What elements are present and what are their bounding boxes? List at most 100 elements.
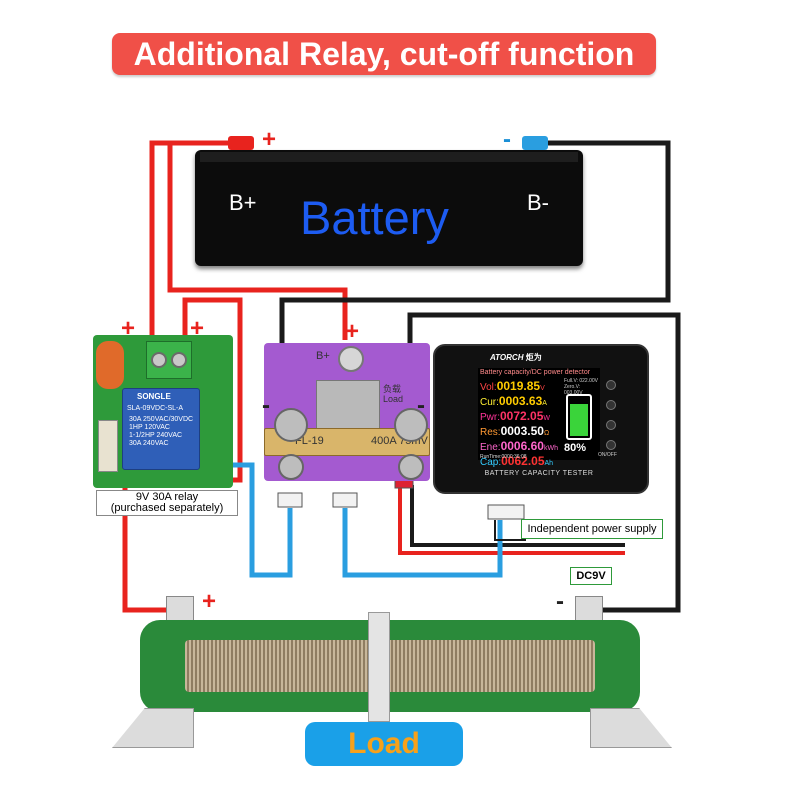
battery-top-edge [200, 152, 578, 162]
meter-screen: Battery capacity/DC power detector Vol:0… [478, 368, 600, 468]
shunt-minus-sign: - [262, 392, 270, 419]
battery-minus-sign: - [503, 126, 511, 153]
relay-module: SONGLE SLA-09VDC-SL-A 30A 250VAC/30VDC 1… [122, 388, 200, 470]
meter-readings: Vol:0019.85V Cur:0003.63A Pwr:0072.05W R… [480, 380, 558, 470]
connector-shunt-a [277, 492, 303, 508]
battery-positive-terminal [228, 136, 254, 150]
battery-label: Battery [300, 191, 449, 244]
battery-level-fill [570, 404, 588, 436]
meter-row-ene: Ene:0006.60kWh [480, 440, 558, 455]
relay-resistor [98, 420, 118, 472]
relay-caption-line1: 9V 30A relay [135, 491, 199, 503]
relay-model: SLA-09VDC-SL-A [127, 405, 184, 412]
load-bracket-right [575, 596, 603, 624]
meter-brand: ATORCH 炬为 [490, 352, 542, 363]
dc9v-label: DC9V [570, 567, 612, 585]
screw-icon [151, 352, 167, 368]
meter-row-value: 0062.05 [501, 454, 545, 468]
meter-brand-cn: 炬为 [525, 353, 542, 362]
meter-row-unit: Ω [543, 430, 550, 437]
meter-row-label: Cur: [480, 397, 499, 408]
relay-spec: 1-1/2HP 240VAC [129, 432, 183, 439]
meter-limits: Full.V: 022.00V Zero.V: 003.00V [564, 378, 600, 396]
load-resistor-coil [185, 640, 595, 692]
meter-full-v: Full.V: 022.00V [564, 378, 599, 384]
shunt-bolt-left [274, 408, 308, 442]
shunt-bplus-label: B+ [316, 350, 330, 362]
meter-row-label: Ene: [480, 442, 501, 453]
meter-runtime: RunTime:0000:36:08 [480, 454, 527, 460]
battery-percent: 80% [564, 442, 587, 454]
shunt-bolt-right [394, 408, 428, 442]
meter-row-unit: Ah [544, 460, 554, 467]
relay-screw-terminal [146, 341, 192, 379]
meter-button-1[interactable] [606, 380, 616, 390]
meter-row-label: Vol: [480, 382, 497, 393]
meter-row-label: Res: [480, 427, 501, 438]
meter-row-value: 0072.05 [500, 409, 544, 423]
shunt-bar-model: FL-19 [295, 435, 324, 447]
meter-row-label: Pwr: [480, 412, 500, 423]
relay-spec: 1HP 120VAC [129, 424, 170, 431]
shunt-heatsink [316, 380, 380, 434]
meter-row-unit: V [540, 385, 545, 392]
battery-negative-label: B- [527, 190, 549, 215]
load-label: Load [305, 722, 463, 766]
relay-spec: 30A 240VAC [129, 440, 169, 447]
meter-button-3[interactable] [606, 420, 616, 430]
battery [195, 150, 583, 266]
meter-row-value: 0003.63 [498, 394, 543, 408]
shunt-chinese-label: 负载 [383, 384, 402, 394]
meter-row-label: Cap: [480, 457, 502, 468]
meter-row-cap: Cap:0062.05Ah [480, 455, 558, 470]
meter-row-pwr: Pwr:0072.05W [480, 410, 558, 425]
load-plus-sign: + [202, 588, 217, 615]
meter-row-res: Res:0003.50Ω [480, 425, 558, 440]
relay-plus-sign: + [190, 315, 205, 342]
meter-button-2[interactable] [606, 400, 616, 410]
wire-red-battery-to-shunt [167, 140, 348, 340]
connector-meter-power [394, 479, 414, 489]
meter-row-value: 0003.50 [500, 424, 544, 438]
relay-caption: 9V 30A relay (purchased separately) [96, 490, 238, 516]
battery-plus-sign: + [262, 126, 277, 153]
independent-power-label: Independent power supply [521, 519, 663, 539]
connector-meter [487, 504, 525, 520]
meter-onoff-button[interactable] [606, 440, 616, 450]
wire-blue-relay-control [230, 462, 293, 578]
shunt-load-label: Load [383, 394, 404, 404]
battery-negative-terminal [522, 136, 548, 150]
wire-blue-shunt-sense [342, 508, 503, 578]
meter-row-unit: kWh [543, 445, 558, 452]
wire-black-battery-neg [279, 140, 671, 400]
wire-black-meter-power [410, 485, 625, 547]
relay-spec: 30A 250VAC/30VDC [129, 416, 194, 423]
load-resistor-clamp [368, 612, 390, 722]
wire-red-relay-out [182, 297, 243, 483]
battery-positive-label: B+ [229, 190, 257, 215]
meter-footer: BATTERY CAPACITY TESTER [484, 470, 594, 477]
meter-row-cur: Cur:0003.63A [480, 395, 558, 410]
meter-brand-name: ATORCH [490, 353, 524, 362]
load-minus-sign: - [556, 588, 564, 615]
relay-caption-line2: (purchased separately) [110, 502, 224, 514]
wire-red-meter-power [398, 485, 625, 555]
relay-brand: SONGLE [137, 392, 171, 401]
shunt-bolt-lower-left [278, 454, 304, 480]
relay-plus-sign: + [121, 315, 136, 342]
screw-icon [171, 352, 187, 368]
meter-row-unit: A [542, 400, 547, 407]
title-banner: Additional Relay, cut-off function [112, 33, 656, 75]
wire-red-relay-to-load [122, 470, 172, 613]
meter-header: Battery capacity/DC power detector [480, 369, 591, 376]
shunt-plus-sign: + [345, 318, 360, 345]
shunt-top-screw [338, 346, 364, 372]
relay-capacitor [96, 341, 124, 389]
shunt-minus-sign: - [417, 392, 425, 419]
meter-row-value: 0006.60 [500, 439, 544, 453]
meter-zero-v: Zero.V: 003.00V [564, 384, 583, 396]
meter-row-unit: W [543, 415, 550, 422]
meter-row-vol: Vol:0019.85V [480, 380, 558, 395]
meter-onoff-label: ON/OFF [598, 452, 617, 458]
connector-shunt-b [332, 492, 358, 508]
